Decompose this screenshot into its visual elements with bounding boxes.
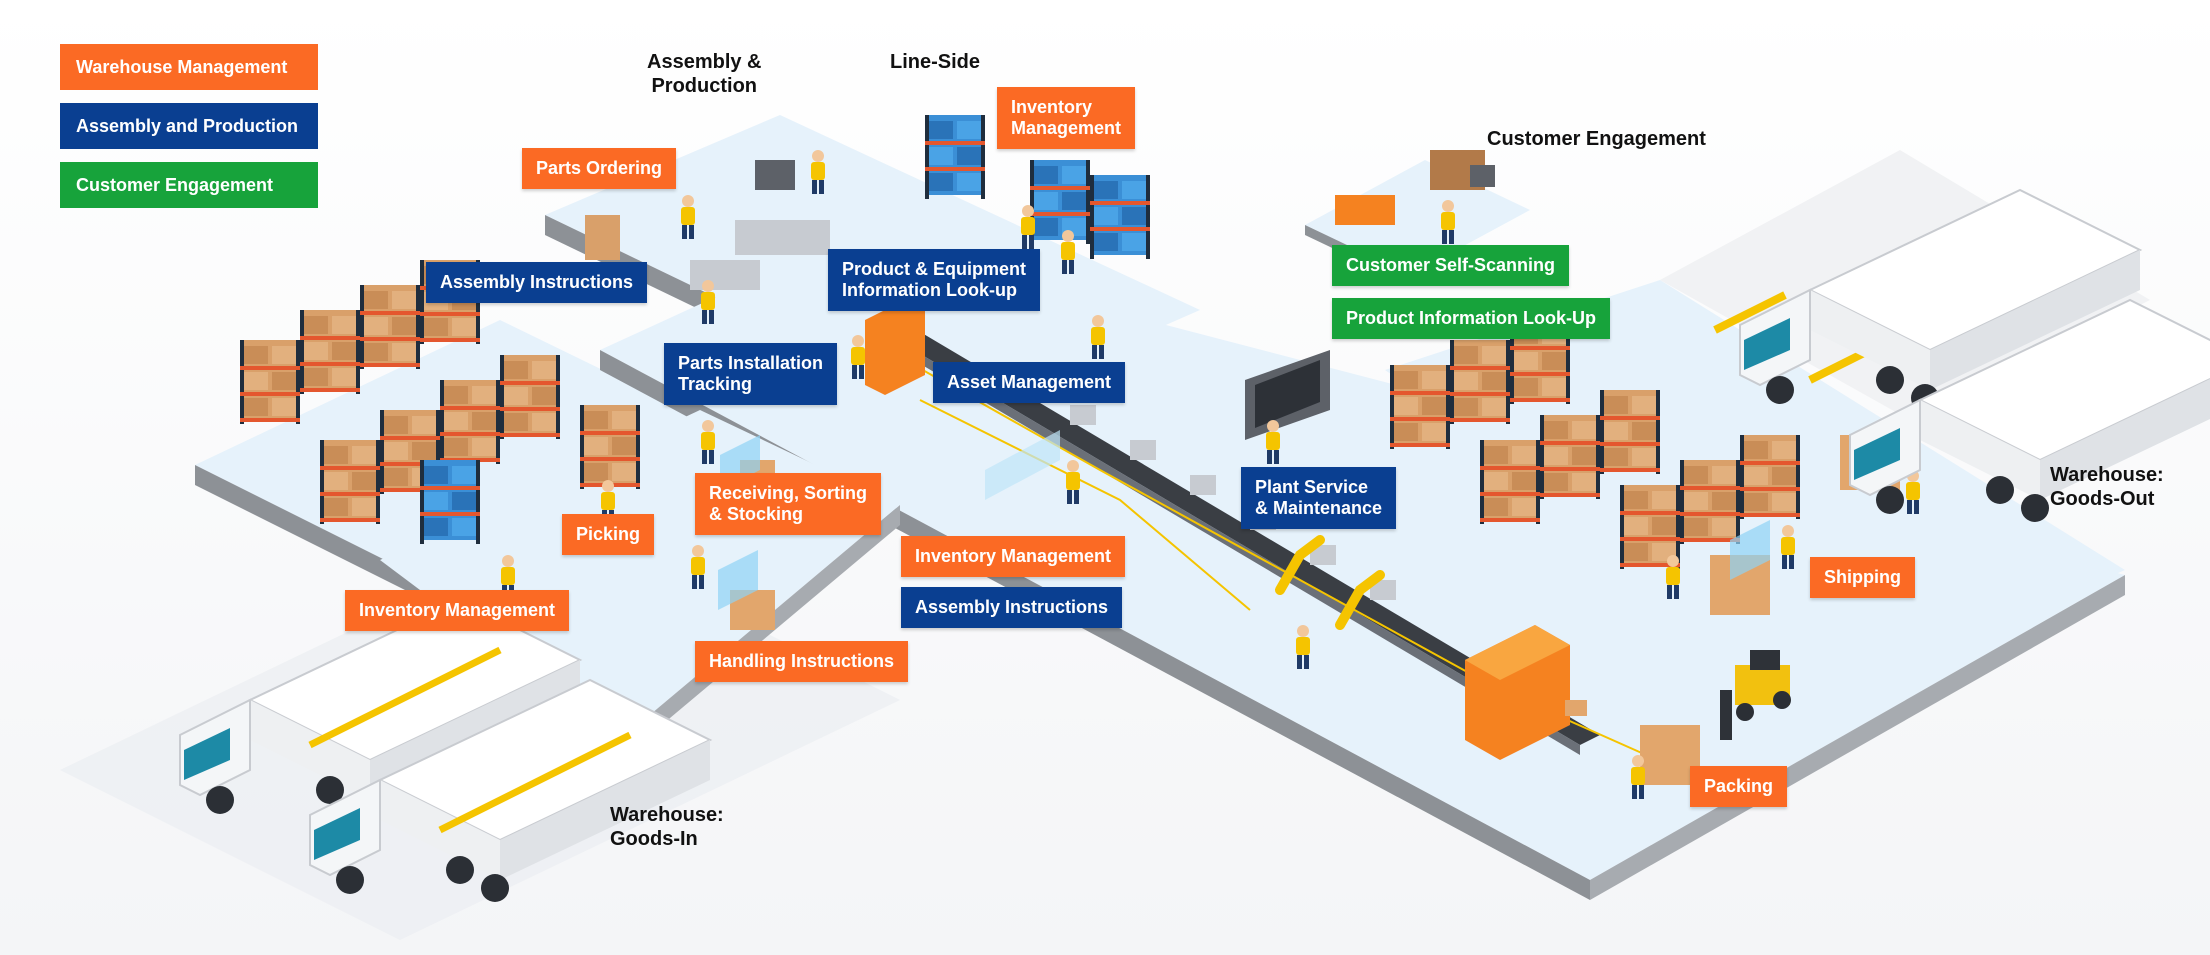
zone-line-side: Line-Side	[890, 51, 981, 73]
zone-customer-engagement: Customer Engagement	[1487, 128, 1706, 150]
tag-assembly-instructions-center: Assembly Instructions	[901, 587, 1123, 628]
tag-customer-self-scanning: Customer Self-Scanning	[1332, 245, 1570, 286]
tag-plant-service-maintenance: Plant Service & Maintenance	[1241, 467, 1397, 529]
tag-inventory-management-line-side: Inventory Management	[997, 87, 1136, 149]
tag-assembly-instructions-left: Assembly Instructions	[426, 262, 648, 303]
tag-shipping: Shipping	[1810, 557, 1915, 598]
legend-assembly-production: Assembly and Production	[60, 103, 318, 149]
tag-asset-management: Asset Management	[933, 362, 1126, 403]
tag-parts-ordering: Parts Ordering	[522, 148, 677, 189]
tag-receiving-sorting-stocking: Receiving, Sorting & Stocking	[695, 473, 882, 535]
tag-handling-instructions: Handling Instructions	[695, 641, 909, 682]
tag-inventory-management-center: Inventory Management	[901, 536, 1126, 577]
zone-assembly-production: Assembly & Production	[647, 51, 762, 97]
tag-picking: Picking	[562, 514, 655, 555]
tag-parts-installation-tracking: Parts Installation Tracking	[664, 343, 838, 405]
tag-product-information-lookup: Product Information Look-Up	[1332, 298, 1610, 339]
tag-inventory-management-goods-in: Inventory Management	[345, 590, 570, 631]
tag-packing: Packing	[1690, 766, 1788, 807]
tag-product-equipment-lookup: Product & Equipment Information Look-up	[828, 249, 1040, 311]
legend-warehouse-management: Warehouse Management	[60, 44, 318, 90]
zone-warehouse-goods-out: Warehouse: Goods-Out	[2050, 464, 2164, 510]
legend-customer-engagement: Customer Engagement	[60, 162, 318, 208]
zone-warehouse-goods-in: Warehouse: Goods-In	[610, 804, 724, 850]
